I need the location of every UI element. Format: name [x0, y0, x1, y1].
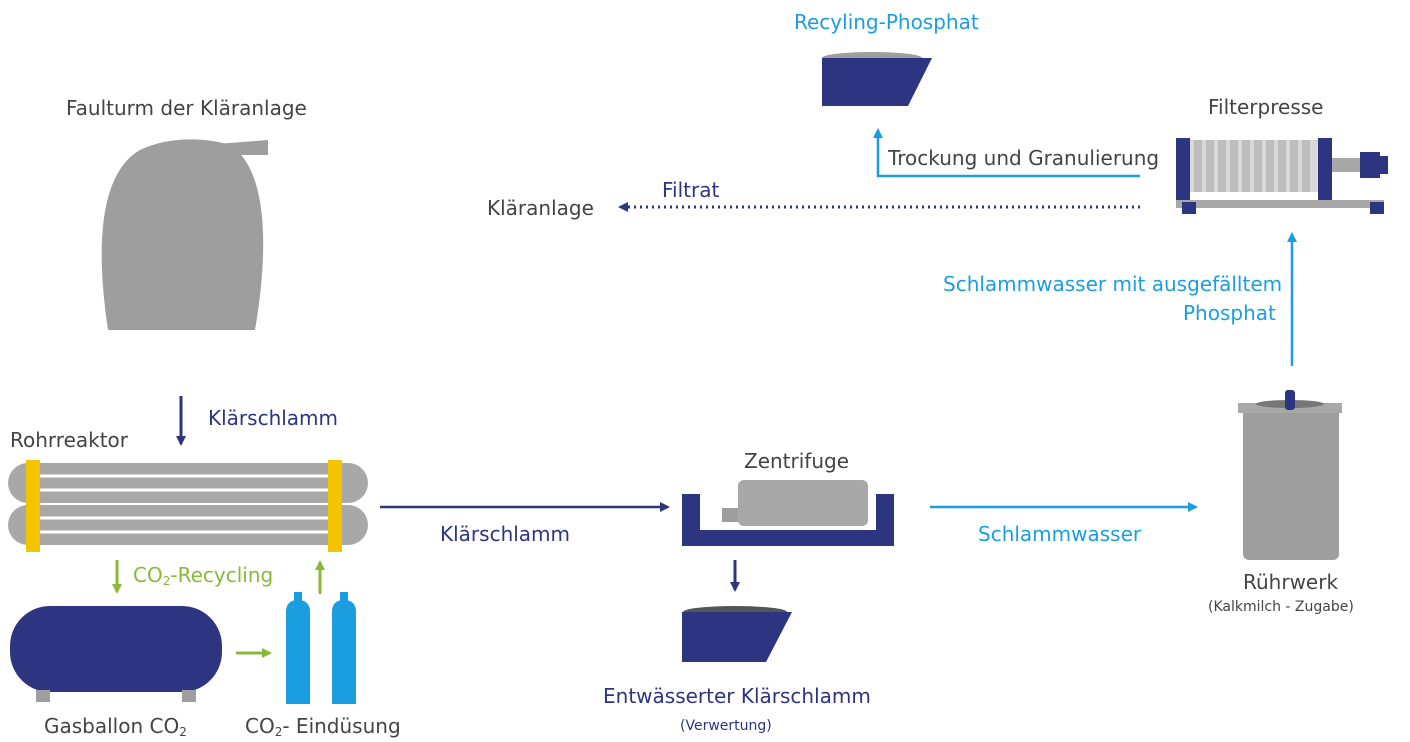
- flow-label-co2-recycling: CO2-Recycling: [133, 563, 274, 588]
- co2-bottles: [286, 592, 356, 704]
- klaeranlage-label: Kläranlage: [487, 196, 594, 220]
- rohrreaktor-label: Rohrreaktor: [10, 428, 129, 452]
- verwertung-label: (Verwertung): [680, 718, 772, 734]
- recyling-phosphat-container: [822, 52, 932, 106]
- zentrifuge-label: Zentrifuge: [744, 449, 850, 473]
- flow-label-trockung: Trockung und Granulierung: [888, 146, 1160, 170]
- zentrifuge-centrifuge: [682, 480, 894, 546]
- filterpresse-label: Filterpresse: [1208, 95, 1324, 119]
- flow-label-klaerschlamm-down: Klärschlamm: [208, 406, 339, 430]
- gasballon-label: Gasballon CO2: [44, 714, 187, 739]
- flow-label-filtrat: Filtrat: [662, 178, 720, 202]
- faulturm-tower: [101, 139, 268, 330]
- co2-eindusung-label: CO2- Eindüsung: [245, 714, 401, 739]
- filterpresse-press: [1176, 138, 1388, 214]
- flow-label-schlammwasser: Schlammwasser: [978, 522, 1142, 546]
- faulturm-label: Faulturm der Kläranlage: [66, 96, 307, 120]
- kalkmilch-label: (Kalkmilch - Zugabe): [1208, 599, 1354, 615]
- flow-label-schlammwasser-phosphat-1: Schlammwasser mit ausgefälltem: [943, 272, 1283, 296]
- ruehrwerk-label: Rührwerk: [1243, 570, 1339, 594]
- ruehrwerk-tank: [1238, 390, 1342, 560]
- arrow-trockung: [873, 128, 1140, 178]
- gasballon-tank: [10, 606, 222, 702]
- flow-label-klaerschlamm-right: Klärschlamm: [440, 522, 571, 546]
- recyling-phosphat-label: Recyling-Phosphat: [794, 10, 979, 34]
- dewatered-sludge-container: [682, 606, 792, 662]
- flow-label-schlammwasser-phosphat-2: Phosphat: [1183, 301, 1276, 325]
- entwaesserter-label: Entwässerter Klärschlamm: [603, 684, 871, 708]
- rohrreaktor-reactor: [8, 460, 368, 552]
